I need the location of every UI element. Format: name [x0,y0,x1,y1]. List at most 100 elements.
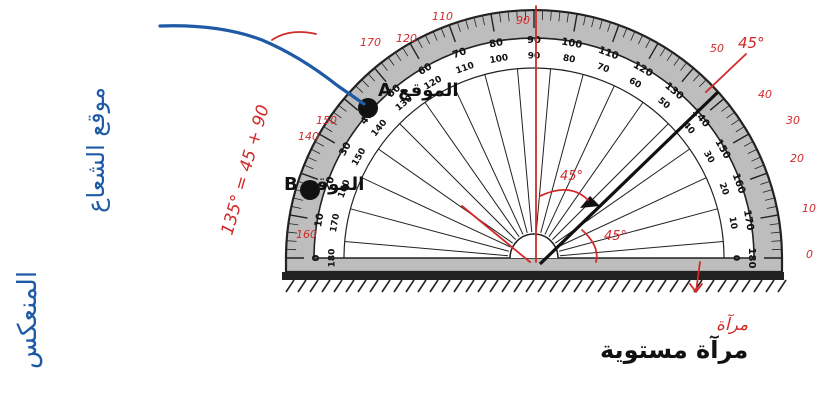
tick-mark [680,62,687,71]
tick-mark [338,105,347,112]
hatch-line [573,279,583,293]
protractor-spoke [558,208,718,252]
tick-mark [637,34,644,45]
blue-pointer-stroke [158,24,366,106]
outer-scale-label: 180 [746,248,757,269]
position-b-marker[interactable] [300,180,320,200]
protractor-spoke [544,85,615,235]
tick-mark [762,189,773,193]
tick-mark [424,34,431,45]
hatch-line [297,279,307,293]
handwritten-mark: 140 [298,130,319,143]
incident-ray [538,90,720,266]
inner-scale-label: 180 [328,249,338,268]
tick-mark [355,85,364,93]
tick-mark [573,13,578,32]
hatch-line [417,279,427,293]
tick-mark [507,11,510,22]
outer-scale-label: 80 [488,37,504,50]
tick-mark [645,38,651,49]
angle-arc-top [539,189,589,201]
handwritten-mark: 40 [758,88,772,101]
tick-mark [591,17,595,28]
inner-scale-label: 20 [717,181,731,196]
tick-mark [607,22,612,32]
tick-mark [770,231,781,234]
tick-mark [374,67,387,83]
outer-scale-label: 70 [451,46,468,61]
tick-mark [692,73,701,82]
tick-mark [659,47,666,57]
tick-mark [448,24,456,43]
tick-mark [709,98,725,111]
tick-mark [769,223,780,226]
tick-mark [558,11,561,22]
outer-scale-label: 0 [311,254,322,261]
inner-scale-label: 10 [726,216,738,230]
tick-mark [731,118,740,126]
tick-mark [699,79,707,88]
handwritten-mark: 110 [432,10,453,23]
red-swoosh [271,31,317,41]
red-pointer-45 [705,53,747,93]
protractor-spoke [552,123,669,240]
outer-scale-label: 10 [313,212,326,228]
plane-mirror [282,272,784,280]
handwritten-mark: 170 [360,36,381,49]
hatch-line [465,279,475,293]
hatch-line [369,279,379,293]
side-note-line1: موقع الشعاع [82,87,110,213]
tick-mark [343,98,359,111]
protractor-spoke [350,208,510,252]
tick-mark [648,42,659,60]
mirror-note: مرآة [716,314,748,335]
handwritten-mark: 160 [296,228,317,241]
tick-mark [764,197,775,201]
tick-mark [328,118,337,126]
tick-mark [318,133,336,144]
hatch-line [741,279,751,293]
outer-scale-label: 20 [322,175,337,192]
inner-scale-label: 70 [595,62,610,76]
hatch-line [357,279,367,293]
hatch-line [561,279,571,293]
protractor-spoke [484,74,528,234]
hatch-line [309,279,319,293]
angle-arc-low [581,229,598,263]
hatch-line [585,279,595,293]
position-b-label: الموقع B [284,174,364,195]
tick-mark [323,126,333,133]
tick-mark [583,15,586,26]
hatch-line [645,279,655,293]
tick-mark [490,13,495,32]
tick-mark [432,31,438,41]
tick-mark [747,148,758,155]
tick-mark [381,62,388,71]
tick-mark [314,141,325,147]
tick-mark [440,27,446,38]
incident-ray-arrowhead [580,196,600,208]
tick-mark [293,197,304,201]
tick-mark [394,52,402,61]
hatch-line [513,279,523,293]
hatch-line [753,279,763,293]
tick-mark [673,57,681,66]
tick-mark [766,206,777,209]
tick-mark [760,214,779,219]
protractor-spoke [361,177,511,248]
inner-scale-label: 170 [329,213,342,233]
tick-mark [630,31,636,41]
hatch-line [333,279,343,293]
tick-mark [612,24,620,43]
handwritten-mark: 90 [516,14,530,27]
protractor-inner-face [313,37,755,259]
inner-scale-label: 0 [731,255,741,261]
tick-mark [387,57,395,66]
hatch-line [609,279,619,293]
angle-label-low: 45° [738,34,765,52]
tick-mark [743,141,754,147]
tick-mark [402,47,409,57]
tick-mark [286,240,297,242]
hatch-line [489,279,499,293]
